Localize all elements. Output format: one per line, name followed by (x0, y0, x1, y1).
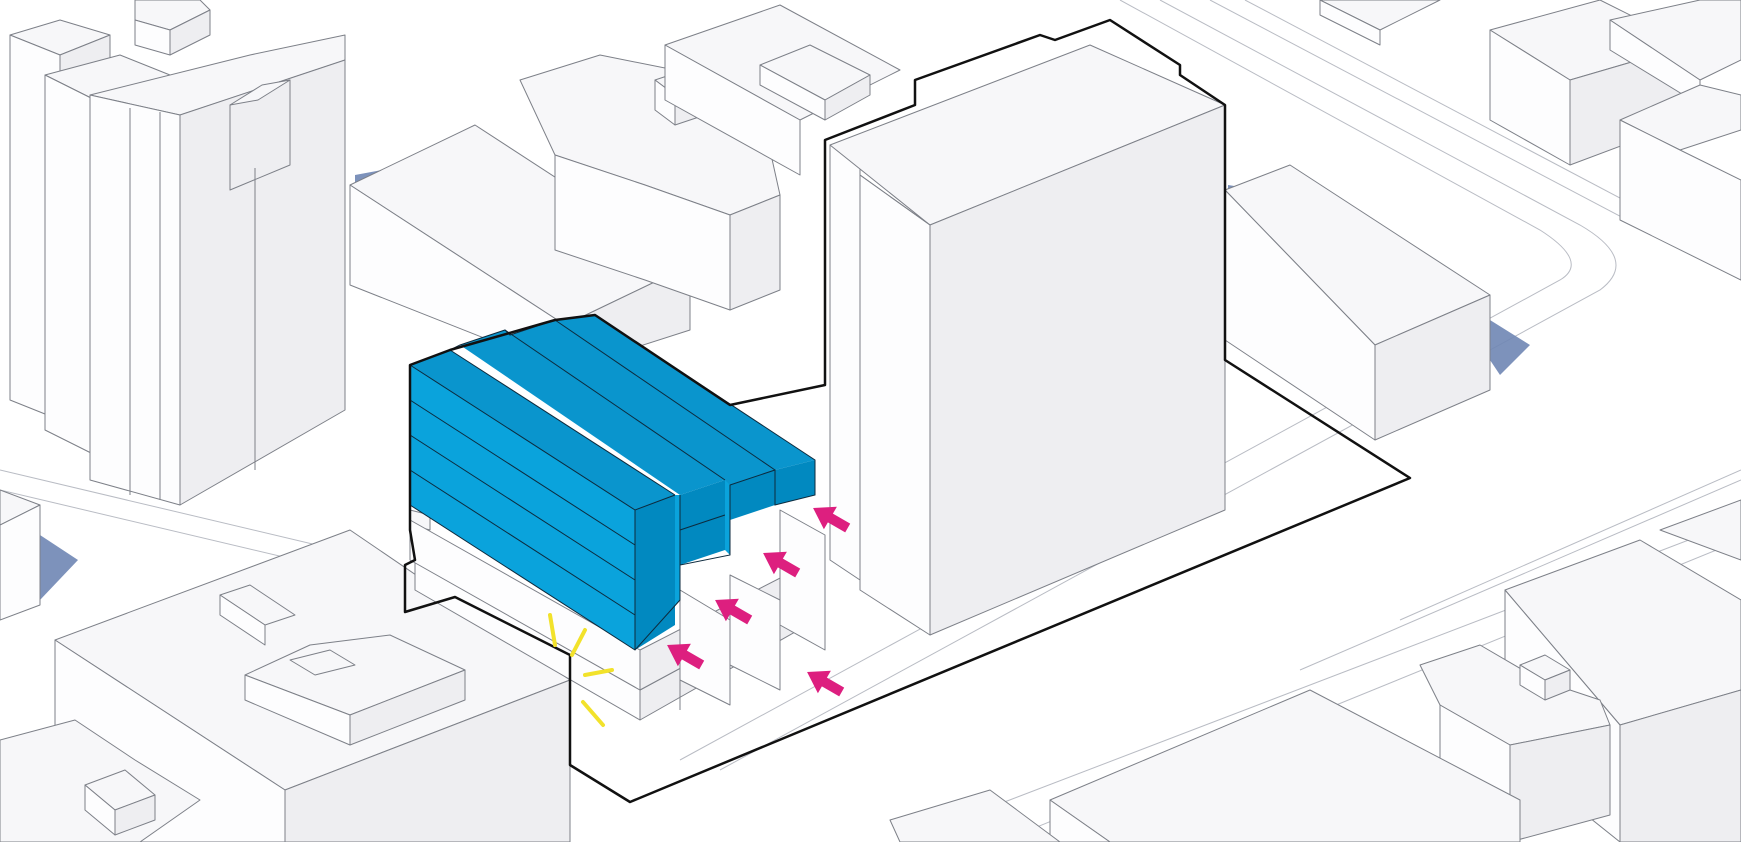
context-tower-on-site (829, 44, 1226, 636)
wind-arrows (667, 506, 851, 697)
sun-rays-icon (548, 613, 614, 727)
highlighted-bar-1 (409, 350, 676, 650)
highlighted-bar-4 (554, 315, 815, 505)
magenta-arrow-icon (667, 643, 705, 670)
context-block-bottom-center (889, 689, 1521, 842)
highlighted-bar-2 (449, 330, 726, 605)
context-slab-right (1224, 164, 1491, 441)
context-block-top-left (134, 0, 211, 56)
context-block-bottom-far-left (0, 489, 201, 842)
highlighted-bar-3 (504, 320, 775, 555)
site-boundary (403, 18, 1412, 804)
highlighted-residential-volume (409, 314, 816, 651)
magenta-arrow-icon (715, 598, 753, 625)
magenta-arrow-icon (807, 670, 845, 697)
context-blocks-top-right (1319, 0, 1741, 281)
magenta-arrow-icon (813, 506, 851, 533)
context-tower-left (9, 19, 346, 506)
context-slab-top-center (664, 4, 901, 176)
magenta-arrow-icon (763, 551, 801, 578)
